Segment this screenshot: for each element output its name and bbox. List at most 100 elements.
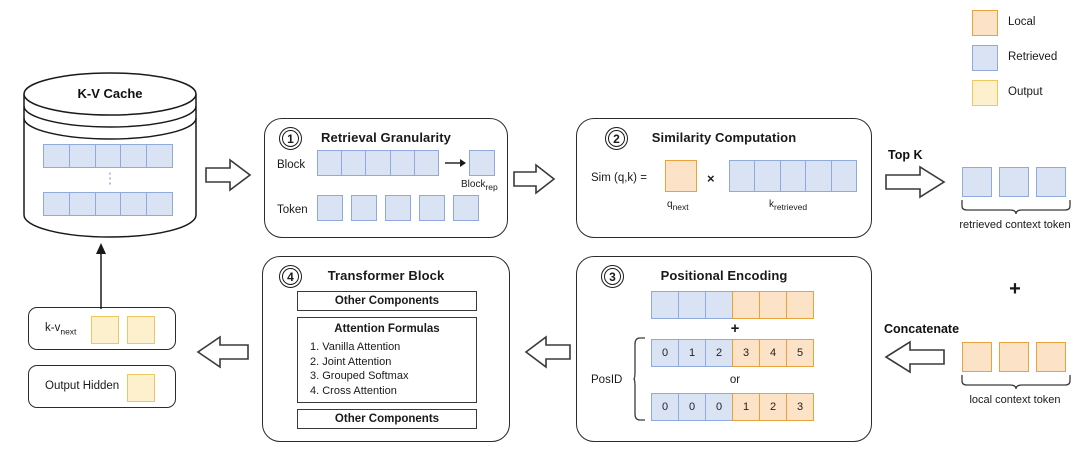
k-retrieved-row <box>729 160 859 192</box>
panel1-block-row <box>317 150 443 176</box>
formula-item: 3. Grouped Softmax <box>310 370 409 382</box>
posid-cell: 0 <box>651 339 679 367</box>
posid-cell: 3 <box>732 339 760 367</box>
panel2-step-number: 2 <box>605 127 628 150</box>
concat-plus-operator: + <box>1009 278 1021 300</box>
top-k-label: Top K <box>888 148 923 162</box>
block-rep-cell <box>469 150 495 176</box>
other-components-top: Other Components <box>297 291 477 311</box>
q-next-cell <box>665 160 697 192</box>
pe-top-cell <box>732 291 760 319</box>
token-cell <box>453 195 479 221</box>
pe-top-cell <box>705 291 733 319</box>
panel1-title: Retrieval Granularity <box>321 130 451 145</box>
cache-row-bottom <box>43 192 177 216</box>
legend-swatch-local <box>972 10 998 36</box>
other-components-bottom: Other Components <box>297 409 477 429</box>
arrow-cache-to-panel1 <box>204 158 252 192</box>
k-cell <box>805 160 832 192</box>
panel-transformer-block[interactable]: 4 Transformer Block Other Components Att… <box>262 256 510 442</box>
block-rep-label: Blockrep <box>461 179 498 192</box>
posid-label: PosID <box>591 374 623 386</box>
local-context-tokens <box>962 342 1070 372</box>
output-hidden-cell <box>127 374 155 402</box>
panel-positional-encoding[interactable]: 3 Positional Encoding + PosID 0 1 2 3 4 … <box>576 256 872 442</box>
local-context-brace <box>960 374 1072 390</box>
posid-row-b: 0 0 0 1 2 3 <box>651 393 819 421</box>
arrow-panel4-to-outputs <box>196 335 250 369</box>
panel4-step-number: 4 <box>279 265 302 288</box>
k-cell <box>830 160 857 192</box>
legend: Local Retrieved Output <box>972 10 1080 106</box>
concatenate-label: Concatenate <box>884 322 960 336</box>
legend-label-local: Local <box>1008 16 1036 28</box>
panel1-token-row <box>317 195 495 221</box>
attention-formulas-box: Attention Formulas 1. Vanilla Attention … <box>297 317 477 403</box>
posid-cell: 4 <box>759 339 787 367</box>
panel1-token-label: Token <box>277 204 308 216</box>
pe-top-cell <box>759 291 787 319</box>
retrieved-context-tokens <box>962 167 1070 197</box>
cache-cell <box>68 144 96 168</box>
local-token-cell <box>999 342 1029 372</box>
legend-label-retrieved: Retrieved <box>1008 51 1058 63</box>
posid-cell: 0 <box>705 393 733 421</box>
cache-cell <box>94 144 122 168</box>
output-hidden-box[interactable]: Output Hidden <box>28 365 176 408</box>
attention-formulas-title: Attention Formulas <box>334 323 440 335</box>
formula-item: 1. Vanilla Attention <box>310 341 401 353</box>
block-cell <box>413 150 439 176</box>
token-cell <box>317 195 343 221</box>
attention-formula-list: 1. Vanilla Attention 2. Joint Attention … <box>298 335 476 398</box>
kv-next-cell <box>91 316 119 344</box>
cache-cell <box>94 192 122 216</box>
legend-row-local: Local <box>972 10 1080 36</box>
posid-cell: 2 <box>705 339 733 367</box>
cache-cell <box>43 192 70 216</box>
panel1-step-number: 1 <box>279 127 302 150</box>
kv-next-label: k-vnext <box>45 322 77 337</box>
panel3-step-number: 3 <box>601 265 624 288</box>
arrow-panel3-to-panel4 <box>524 335 572 369</box>
q-next-label: qnext <box>667 199 689 212</box>
legend-swatch-retrieved <box>972 45 998 71</box>
kv-next-box[interactable]: k-vnext <box>28 307 176 350</box>
local-token-cell <box>962 342 992 372</box>
legend-swatch-output <box>972 80 998 106</box>
block-cell <box>341 150 367 176</box>
block-cell <box>389 150 415 176</box>
retrieved-token-cell <box>1036 167 1066 197</box>
panel1-block-label: Block <box>277 159 306 171</box>
panel-similarity-computation[interactable]: 2 Similarity Computation Sim (q,k) = qne… <box>576 118 872 238</box>
k-retrieved-label: kretrieved <box>769 199 808 212</box>
pe-top-row <box>651 291 819 319</box>
panel4-title: Transformer Block <box>327 268 445 283</box>
sim-equation-label: Sim (q,k) = <box>591 172 647 184</box>
posid-cell: 5 <box>786 339 814 367</box>
cache-cell <box>120 192 148 216</box>
token-cell <box>385 195 411 221</box>
k-cell <box>754 160 781 192</box>
pe-top-cell <box>678 291 706 319</box>
panel-retrieval-granularity[interactable]: 1 Retrieval Granularity Block Blockrep T… <box>264 118 508 238</box>
kv-next-cell <box>127 316 155 344</box>
posid-cell: 0 <box>651 393 679 421</box>
pe-plus-operator: + <box>730 320 740 337</box>
retrieved-token-cell <box>962 167 992 197</box>
legend-label-output: Output <box>1008 86 1043 98</box>
k-cell <box>729 160 756 192</box>
formula-item: 2. Joint Attention <box>310 355 392 368</box>
panel2-title: Similarity Computation <box>651 130 797 145</box>
kv-cache-title: K-V Cache <box>77 86 143 101</box>
local-token-cell <box>1036 342 1066 372</box>
cache-cell <box>68 192 96 216</box>
arrow-block-to-blockrep <box>445 157 467 169</box>
pe-top-cell <box>786 291 814 319</box>
posid-or-label: or <box>729 374 741 386</box>
retrieved-context-caption: retrieved context token <box>959 219 1071 231</box>
posid-row-a: 0 1 2 3 4 5 <box>651 339 819 367</box>
multiply-operator: × <box>707 171 715 186</box>
posid-cell: 2 <box>759 393 787 421</box>
posid-cell: 0 <box>678 393 706 421</box>
posid-cell: 1 <box>732 393 760 421</box>
